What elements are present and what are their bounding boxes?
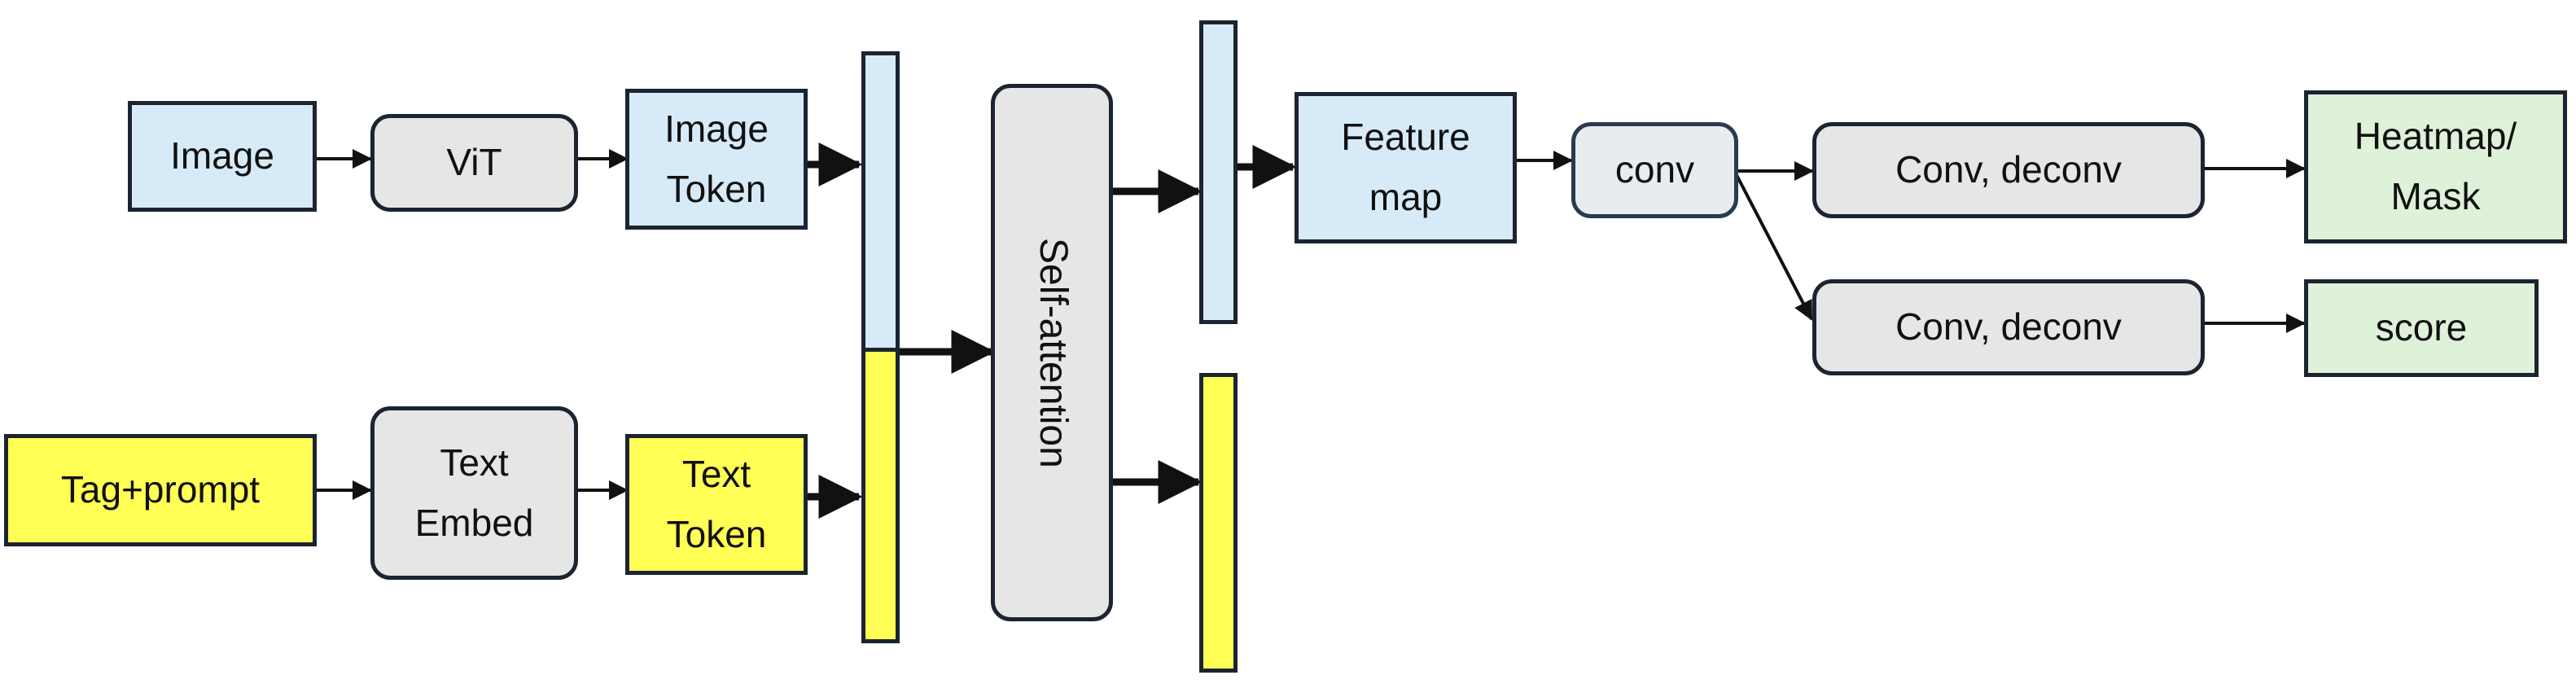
image-token-node: Image Token	[625, 89, 808, 230]
conv-node: conv	[1571, 122, 1738, 218]
image-token-label: Image Token	[664, 107, 769, 210]
output-image-tokens-bar	[1199, 20, 1238, 324]
self-attention-node: Self-attention	[991, 84, 1113, 621]
conv-deconv-bottom-label: Conv, deconv	[1895, 305, 2122, 349]
conv-deconv-top-node: Conv, deconv	[1812, 122, 2205, 218]
conv-deconv-bottom-node: Conv, deconv	[1812, 279, 2205, 375]
output-text-tokens-bar	[1199, 373, 1238, 673]
vit-node: ViT	[370, 114, 578, 212]
conv-deconv-top-label: Conv, deconv	[1895, 148, 2122, 191]
tag-prompt-label: Tag+prompt	[60, 468, 261, 511]
self-attention-label: Self-attention	[1031, 237, 1075, 468]
concat-image-tokens-bar	[861, 51, 900, 352]
image-node: Image	[128, 101, 317, 212]
heatmap-mask-label: Heatmap/ Mask	[2354, 115, 2517, 217]
feature-map-node: Feature map	[1295, 92, 1517, 243]
text-embed-label: Text Embed	[414, 441, 534, 544]
conv-label: conv	[1614, 148, 1695, 191]
tag-prompt-node: Tag+prompt	[4, 434, 317, 546]
text-token-node: Text Token	[625, 434, 808, 575]
feature-map-label: Feature map	[1341, 116, 1470, 218]
arrow-conv-to-conv-deconv-bottom	[1735, 174, 1813, 321]
text-embed-node: Text Embed	[370, 406, 578, 580]
text-token-label: Text Token	[666, 452, 767, 555]
image-node-label: Image	[170, 134, 274, 178]
vit-node-label: ViT	[446, 141, 502, 184]
score-label: score	[2375, 306, 2468, 349]
heatmap-mask-node: Heatmap/ Mask	[2304, 90, 2567, 243]
concat-text-tokens-bar	[861, 348, 900, 643]
score-node: score	[2304, 279, 2539, 377]
